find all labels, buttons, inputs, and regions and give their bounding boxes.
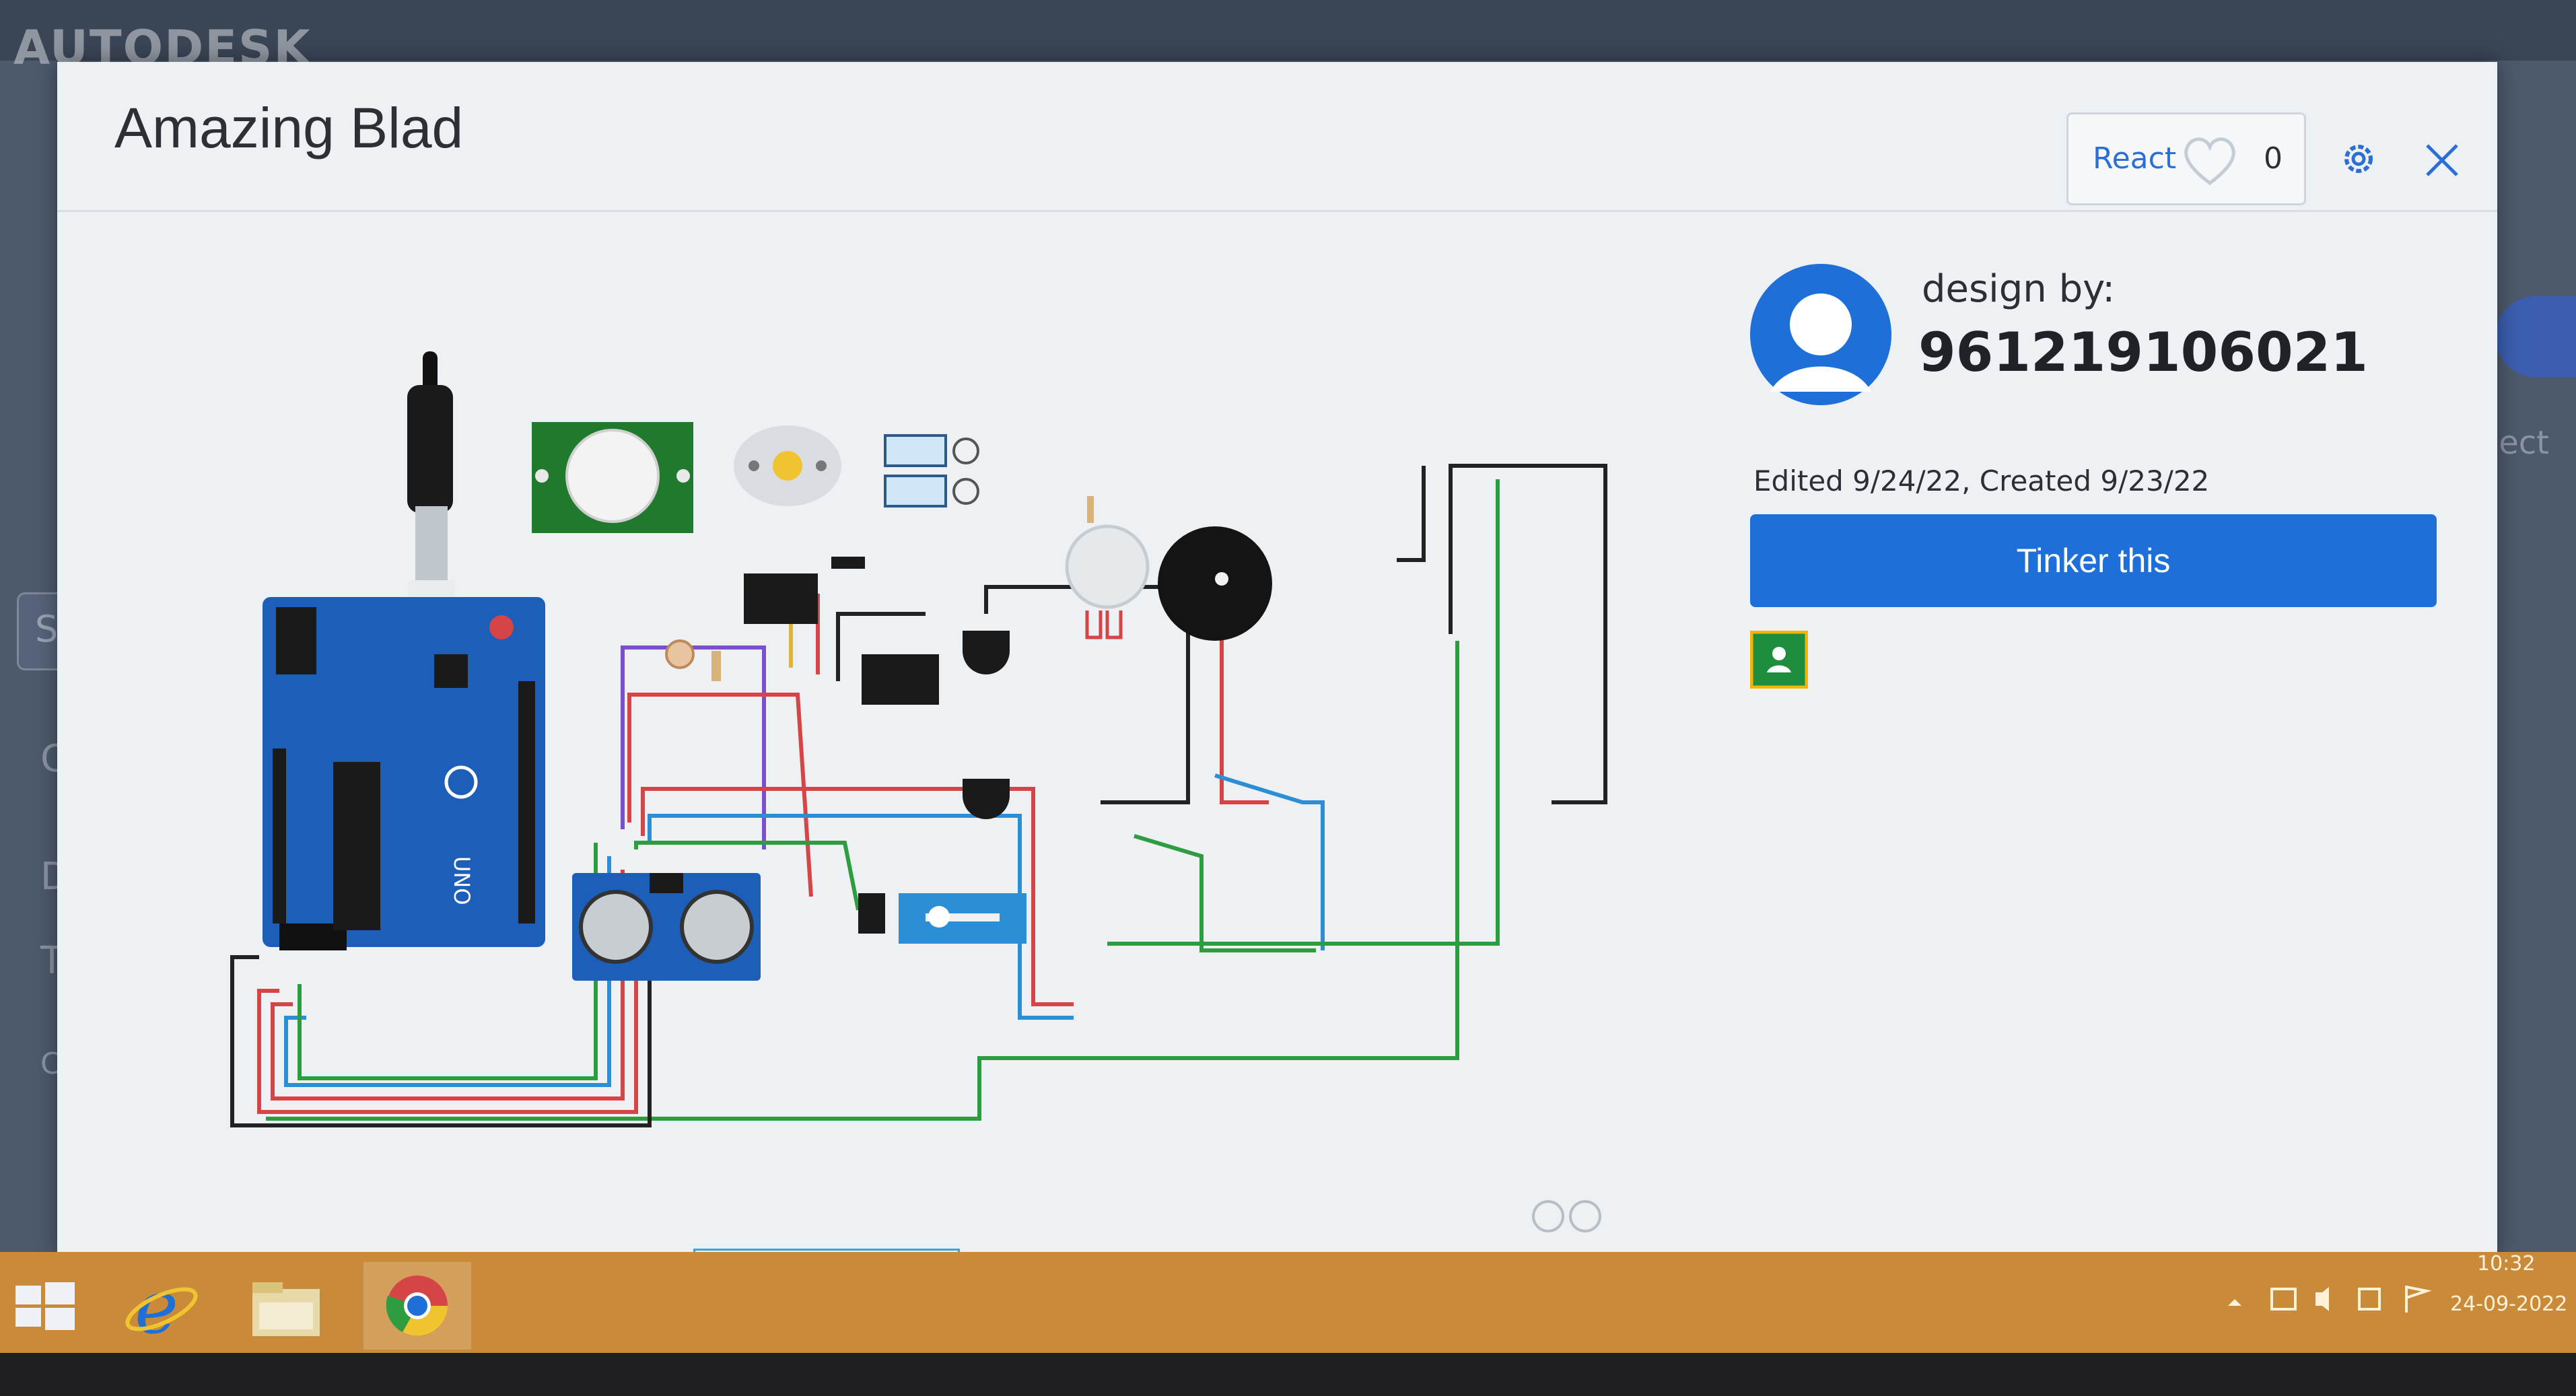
chrome-icon[interactable] [363, 1262, 471, 1350]
design-modal: Amazing Blad React 0 [57, 62, 2497, 1259]
author-name[interactable]: 961219106021 [1918, 321, 2368, 384]
edited-info: Edited 9/24/22, Created 9/23/22 [1753, 464, 2210, 497]
display-module [884, 434, 979, 508]
svg-text:UNO: UNO [449, 856, 475, 905]
google-classroom-icon[interactable] [1750, 631, 1808, 689]
circuit-wires [230, 464, 1607, 1127]
design-title: Amazing Blad [114, 96, 464, 160]
modal-header: Amazing Blad React 0 [57, 62, 2497, 212]
user-avatar-icon [1750, 264, 1891, 405]
photoresistor [665, 639, 695, 669]
tinker-this-button[interactable]: Tinker this [1750, 514, 2437, 607]
ultrasonic-sensor [572, 873, 761, 981]
windows-start-button[interactable] [3, 1262, 84, 1350]
file-explorer-icon[interactable] [242, 1262, 330, 1350]
buzzer-small [963, 631, 1010, 819]
react-label: React [2093, 141, 2177, 176]
circuit-preview: UNO [57, 210, 1740, 1253]
arduino-uno-board: UNO [263, 597, 545, 950]
relay-modules [744, 557, 939, 705]
background-select-button[interactable] [2495, 296, 2576, 377]
light-sensor-module [734, 425, 841, 506]
resistor [711, 651, 721, 681]
react-button[interactable]: React 0 [2066, 112, 2306, 205]
design-by-label: design by: [1922, 267, 2116, 311]
usb-cable [407, 351, 454, 634]
windows-taskbar: e 10:32 24-09-2022 [0, 1252, 2576, 1396]
pir-motion-sensor [532, 422, 693, 533]
heart-icon[interactable] [2180, 133, 2240, 187]
background-topbar: AUTODESK [0, 0, 2576, 75]
piezo-buzzer [1158, 526, 1272, 641]
zoom-controls[interactable] [1531, 1196, 1605, 1236]
screen-bezel [0, 1353, 2576, 1396]
circuit-diagram: UNO [230, 351, 1607, 1127]
clock-time[interactable]: 10:32 [2477, 1252, 2536, 1276]
clock-date[interactable]: 24-09-2022 [2450, 1292, 2568, 1316]
close-icon[interactable] [2423, 141, 2461, 179]
internet-explorer-icon[interactable]: e [118, 1262, 205, 1350]
gear-icon[interactable] [2339, 139, 2378, 178]
system-tray-icons[interactable] [2221, 1279, 2443, 1319]
servo-motor [858, 893, 1026, 944]
react-count: 0 [2264, 141, 2283, 176]
dc-motor [1065, 496, 1150, 639]
